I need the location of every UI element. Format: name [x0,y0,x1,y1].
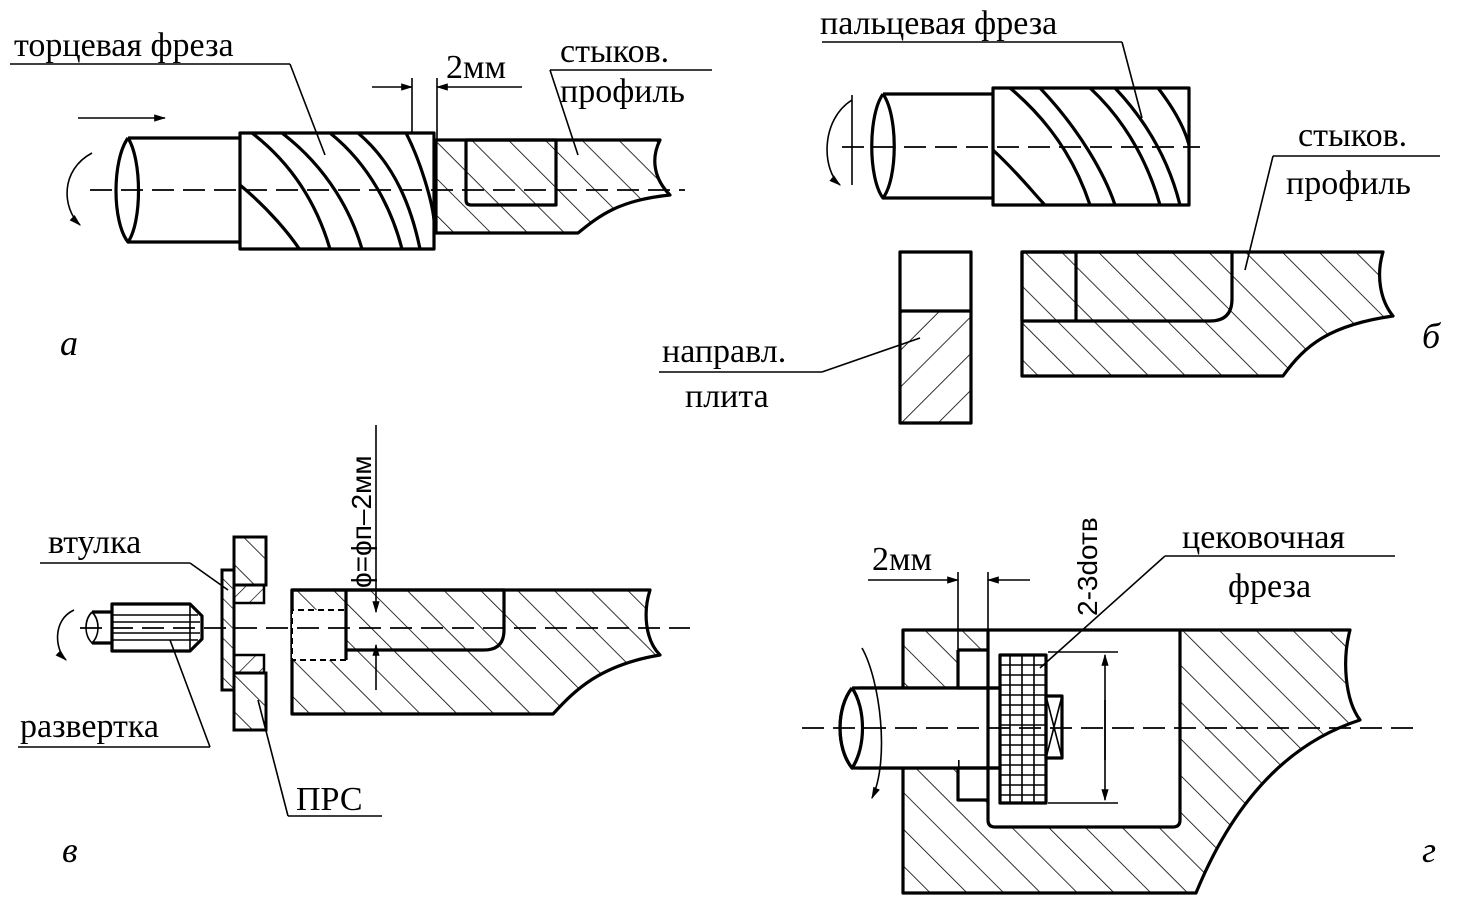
panel-v: втулка развертка ПРС ϕ=ϕп–2мм в [18,425,690,870]
panel-letter: а [60,323,78,363]
flutes [240,133,434,249]
tool-leader [1121,41,1143,119]
panel-letter: в [62,830,78,870]
profile-label-line2: профиль [1286,165,1411,202]
panel-a: торцевая фреза 2мм стыков. профиль а [10,27,712,363]
joint-profile-pocket [464,138,558,207]
face-mill-body [238,131,436,251]
gap-label: 2мм [872,541,932,578]
flutes [993,88,1189,205]
prs-leader [257,699,289,817]
plate-label-line1: направл. [662,333,786,370]
guide-plate-hatch [900,311,971,423]
workpiece [290,588,662,716]
profile-label-line1: стыков. [560,33,669,70]
joint-profile-pocket [290,588,506,652]
tool-leader [289,63,326,156]
profile-label-line2: профиль [560,73,685,110]
tool-label: торцевая фреза [14,27,234,64]
workpiece-hatch [292,590,660,714]
panel-letter: г [1422,830,1436,870]
workpiece [434,138,672,235]
hole-step [956,648,988,802]
rotation-arrow [861,647,883,800]
panel-b: пальцевая фреза стыков. профиль направл.… [659,5,1442,425]
tool-label-line1: цековочная [1182,519,1345,556]
panel-letter: б [1422,316,1442,356]
reamer-break [85,611,99,645]
prs-plate-bottom [232,671,268,732]
workpiece [1020,250,1395,378]
gap-label: 2мм [446,49,506,86]
tool-leader [1039,555,1166,669]
shank [883,92,993,200]
tool-label: пальцевая фреза [820,5,1057,42]
bushing-top [232,583,266,605]
shank-break [870,93,896,200]
workpiece [901,628,1362,895]
tool-label-line2: фреза [1228,568,1311,605]
workpiece-hatch [436,140,670,233]
rotation-arrow [66,152,93,226]
guide-plate [898,250,973,425]
shank-break [114,137,141,244]
joint-profile-pocket [1020,250,1234,323]
diameter-dim-label: ϕ=ϕп–2мм [346,455,377,588]
bushing-leader [189,562,229,591]
counterbore-pocket [986,630,1182,829]
profile-leader [549,69,579,156]
rotation-arrow [826,99,853,186]
plate-label-line2: плита [685,378,769,415]
rotation-arrow [55,609,75,661]
plate-leader [821,337,921,373]
reamer-label: развертка [20,708,159,745]
workpiece-hatch [1022,252,1393,376]
depth-dim-label: 2-3dотв [1072,517,1103,616]
cutter-teeth [1000,655,1046,803]
profile-leader [1244,155,1274,271]
panel-g: 2мм 2-3dотв цековочная фреза г [802,517,1436,895]
prs-plate-top [232,535,268,587]
shank [128,136,240,244]
reamer-shank [92,610,112,645]
bushing-label: втулка [48,524,141,561]
pilot-hole [291,609,347,661]
prs-label: ПРС [296,781,363,818]
reamer-leader [169,639,211,748]
bushing-bottom [232,653,266,675]
profile-label-line1: стыков. [1298,117,1407,154]
bushing-outer [220,568,236,692]
